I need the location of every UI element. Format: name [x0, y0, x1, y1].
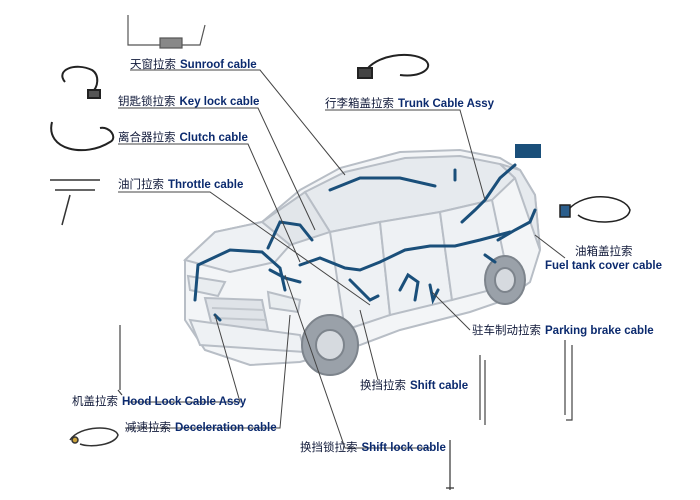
thumb-fueltank: [559, 196, 631, 223]
thumb-decel: [69, 427, 119, 447]
trunk-latch: [515, 144, 541, 158]
label-fueltank-cn: 油箱盖拉索: [575, 246, 633, 258]
thumb-shiftlock: [446, 440, 454, 490]
wheel-rear: [484, 255, 526, 305]
leader-lines: [118, 69, 566, 449]
thumb-sunroof: [127, 15, 206, 49]
thumb-shift: [479, 355, 486, 425]
thumb-parking: [564, 340, 573, 421]
thumb-clutch: [50, 121, 115, 152]
thumb-throttle: [50, 179, 100, 226]
wheel-front: [301, 314, 359, 376]
thumb-hood: [117, 325, 123, 396]
label-fueltank-en: Fuel tank cover cable: [545, 260, 662, 272]
thumb-trunk: [357, 53, 430, 79]
cable-routing: [193, 163, 537, 322]
thumb-keylock: [61, 65, 101, 99]
